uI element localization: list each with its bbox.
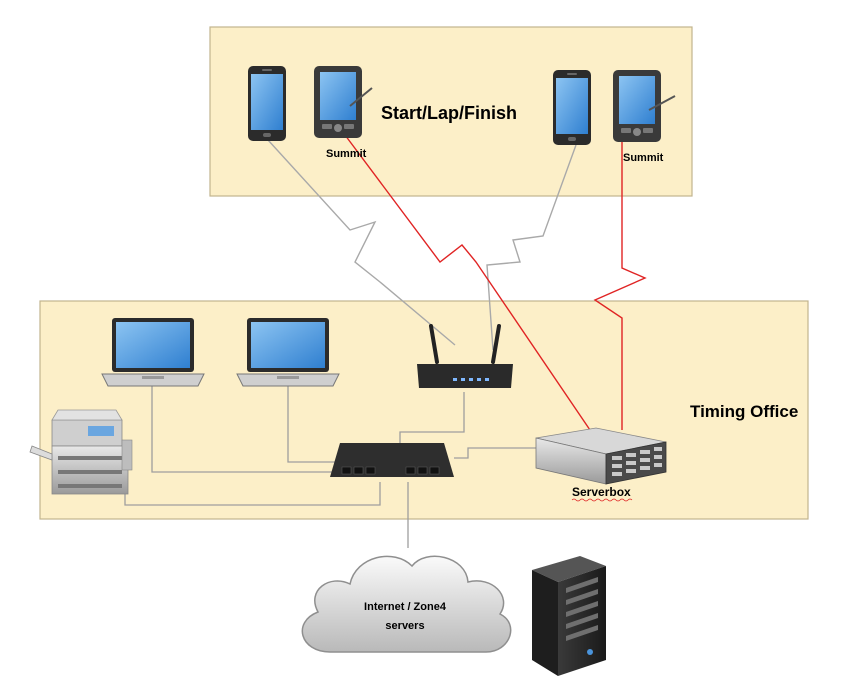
tower-server-icon bbox=[532, 556, 606, 676]
summit-label-right: Summit bbox=[623, 152, 664, 164]
wired-links bbox=[124, 386, 538, 548]
router-icon bbox=[417, 324, 513, 388]
network-switch-icon bbox=[330, 443, 454, 477]
pda-icon bbox=[613, 70, 676, 142]
pda-icon bbox=[314, 66, 373, 138]
rack-server-icon bbox=[535, 427, 667, 485]
summit-link-right bbox=[593, 140, 647, 430]
serverbox-label: Serverbox bbox=[572, 485, 631, 499]
spellcheck-underline bbox=[571, 498, 633, 502]
cloud-icon bbox=[301, 555, 512, 653]
summit-label-left: Summit bbox=[326, 148, 367, 160]
laptop-icon bbox=[236, 318, 340, 387]
summit-link-left bbox=[344, 134, 591, 431]
printer-icon bbox=[29, 409, 133, 495]
start-lap-finish-label: Start/Lap/Finish bbox=[381, 103, 517, 123]
smartphone-icon bbox=[248, 66, 286, 141]
wireless-link-left-phone bbox=[267, 139, 456, 346]
laptop-icon bbox=[101, 318, 205, 387]
smartphone-icon bbox=[553, 70, 591, 145]
cloud-label-line2: servers bbox=[385, 620, 424, 632]
timing-office-label: Timing Office bbox=[690, 402, 798, 421]
cloud-label-line1: Internet / Zone4 bbox=[364, 601, 447, 613]
start-lap-finish-zone bbox=[209, 26, 693, 197]
